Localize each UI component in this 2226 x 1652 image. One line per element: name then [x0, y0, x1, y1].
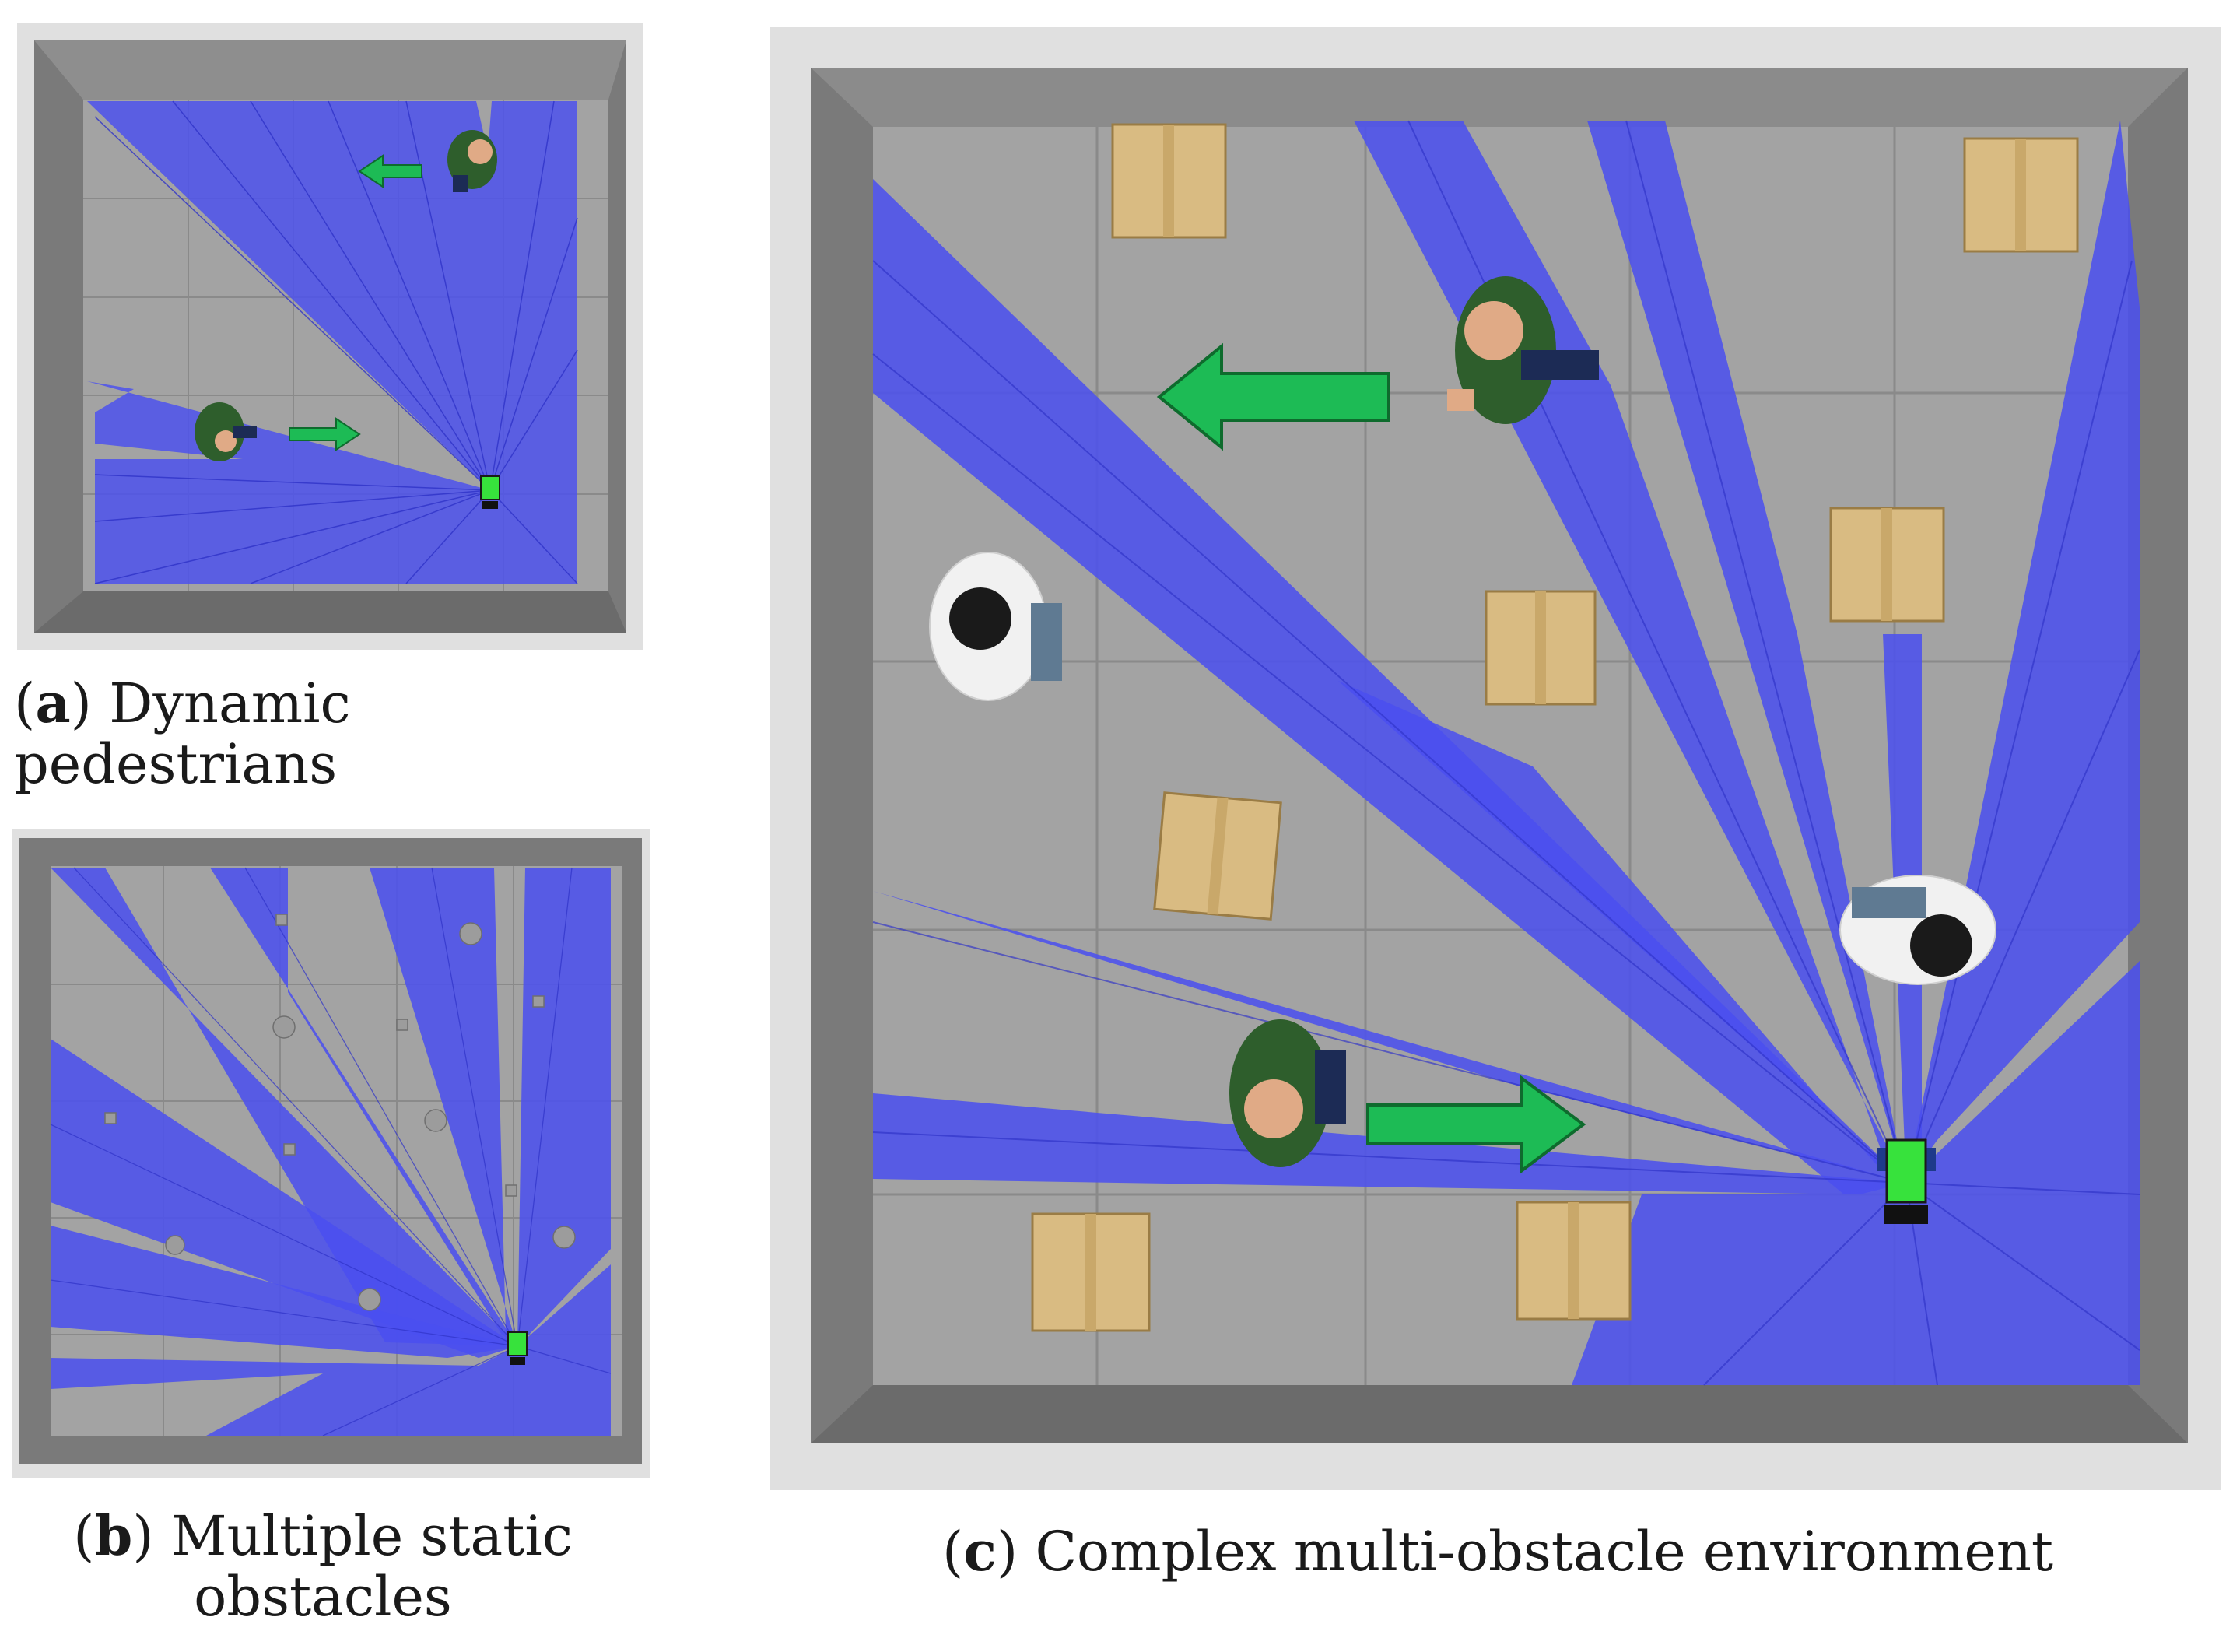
- direction-arrow-icon: [358, 154, 422, 188]
- laser-rays: [94, 100, 578, 584]
- box-obstacle-icon: [1153, 791, 1282, 921]
- pedestrian-icon: [1447, 276, 1599, 424]
- pedestrian-icon: [1839, 875, 1996, 985]
- caption-c: (c) Complex multi-obstacle environment: [941, 1519, 2054, 1584]
- laser-scan: [87, 101, 577, 584]
- cylinder-obstacle-icon: [165, 922, 576, 1311]
- panel-c-scene: [770, 27, 2221, 1490]
- box-obstacle-icon: [1111, 123, 1227, 239]
- panel-b-scene: [12, 829, 650, 1478]
- laser-rays: [872, 120, 2140, 1386]
- direction-arrow-icon: [289, 417, 361, 451]
- robot-icon: [480, 475, 500, 509]
- panel-a-dynamic-pedestrians: [17, 23, 643, 650]
- laser-scan: [51, 868, 611, 1436]
- robot-icon: [1877, 1138, 1936, 1224]
- box-obstacle-icon: [1031, 1212, 1151, 1332]
- robot-icon: [507, 1331, 528, 1365]
- box-obstacle-icon: [1829, 507, 1945, 623]
- direction-arrow-icon: [1156, 342, 1390, 451]
- caption-b: (b) Multiple static obstacles: [73, 1503, 573, 1629]
- panel-c-complex-environment: [770, 27, 2221, 1490]
- box-obstacle-icon: [1516, 1201, 1632, 1321]
- box-obstacle-icon: [1485, 590, 1597, 706]
- pedestrian-icon: [447, 130, 497, 192]
- box-obstacle-icon: [1963, 137, 2079, 253]
- pedestrian-icon: [1229, 1019, 1346, 1167]
- direction-arrow-icon: [1366, 1075, 1586, 1174]
- laser-rays: [50, 867, 612, 1436]
- pedestrian-icon: [929, 552, 1062, 701]
- caption-a: (a) Dynamic pedestrians: [14, 671, 351, 797]
- panel-a-scene: [17, 23, 643, 650]
- panel-b-static-obstacles: [12, 829, 650, 1478]
- pedestrian-icon: [195, 402, 257, 461]
- box-obstacle-icon: [104, 914, 545, 1197]
